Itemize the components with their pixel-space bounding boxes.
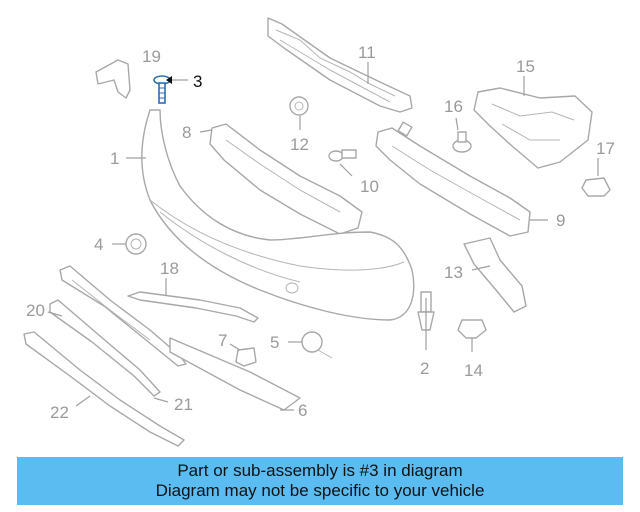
callout-3: 3 bbox=[193, 72, 202, 91]
callout-5: 5 bbox=[270, 333, 279, 352]
part-12-nut bbox=[289, 96, 309, 116]
callout-21: 21 bbox=[174, 395, 193, 414]
callout-18: 18 bbox=[160, 259, 179, 278]
callout-17: 17 bbox=[596, 139, 615, 158]
part-5-cap bbox=[301, 331, 333, 359]
part-20-grille bbox=[59, 265, 187, 367]
part-8-bracket bbox=[209, 123, 363, 235]
part-9-beam bbox=[375, 121, 531, 237]
callout-1: 1 bbox=[110, 149, 119, 168]
callout-16: 16 bbox=[444, 97, 463, 116]
callout-7: 7 bbox=[218, 331, 227, 350]
leader-lines bbox=[47, 62, 599, 411]
callout-2: 2 bbox=[420, 359, 429, 378]
callout-13: 13 bbox=[444, 263, 463, 282]
callout-labels: 1 2 3 4 5 6 7 8 9 10 11 12 13 14 15 16 1… bbox=[26, 43, 615, 422]
part-22-valance bbox=[23, 331, 185, 447]
callout-4: 4 bbox=[94, 235, 103, 254]
callout-12: 12 bbox=[290, 135, 309, 154]
part-13-bracket bbox=[463, 237, 527, 313]
part-10-screw bbox=[328, 149, 357, 162]
callout-22: 22 bbox=[50, 403, 69, 422]
callout-6: 6 bbox=[298, 401, 307, 420]
callout-8: 8 bbox=[182, 123, 191, 142]
callout-15: 15 bbox=[516, 57, 535, 76]
part-7-clip bbox=[235, 347, 257, 367]
callout-19: 19 bbox=[142, 47, 161, 66]
caption-line-1: Part or sub-assembly is #3 in diagram bbox=[177, 461, 463, 480]
part-16-clip bbox=[452, 131, 472, 153]
part-11-absorber bbox=[267, 17, 413, 113]
part-17-nut bbox=[581, 177, 611, 197]
parts-diagram: 1 2 3 4 5 6 7 8 9 10 11 12 13 14 15 16 1… bbox=[23, 17, 615, 447]
part-15-bracket bbox=[473, 87, 593, 169]
part-14-retainer bbox=[457, 319, 487, 339]
callout-14: 14 bbox=[464, 361, 483, 380]
part-18-strip bbox=[127, 291, 259, 323]
callout-11: 11 bbox=[358, 43, 376, 62]
callout-20: 20 bbox=[26, 301, 45, 320]
caption-banner: Part or sub-assembly is #3 in diagram Di… bbox=[17, 457, 623, 505]
callout-9: 9 bbox=[556, 211, 565, 230]
caption-line-2: Diagram may not be specific to your vehi… bbox=[155, 481, 485, 500]
part-1-bumper-cover bbox=[141, 109, 415, 321]
callout-10: 10 bbox=[360, 177, 379, 196]
part-21-grille bbox=[49, 299, 161, 397]
part-19-bracket bbox=[95, 59, 131, 99]
part-4-clip bbox=[125, 233, 147, 255]
